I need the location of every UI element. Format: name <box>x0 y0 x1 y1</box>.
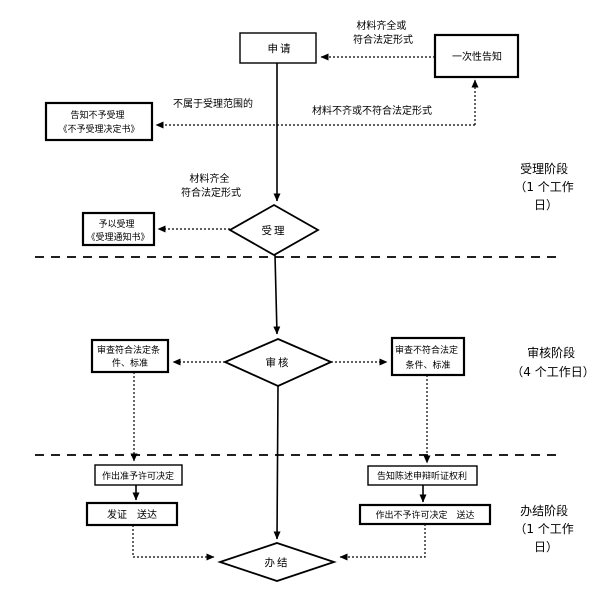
stage-labels: 受理阶段 （1 个工作 日） 审核阶段 （4 个工作日） 办结阶段 （1 个工作… <box>511 161 594 554</box>
finish-diamond <box>217 542 337 582</box>
review-fail-label: 审查不符合法定 条件、标准 <box>395 344 461 371</box>
label-incomplete: 材料不齐或不符合法定形式 <box>312 104 432 117</box>
node-apply: 申请 <box>239 32 317 64</box>
node-one-time-notice: 一次性告知 <box>433 33 520 79</box>
review-fail-box <box>390 336 466 377</box>
node-deny-decision: 作出不予许可决定 送达 <box>358 503 492 526</box>
node-finish: 办结 <box>217 542 337 582</box>
deny-decision-box <box>358 503 492 526</box>
review-pass-box <box>90 338 170 374</box>
one-time-notice-box <box>433 33 520 79</box>
edge-review-to-finish <box>273 385 281 540</box>
node-review-check: 审核 <box>222 338 334 387</box>
issue-deliver-label: 发证 送达 <box>107 508 157 521</box>
accept-check-diamond <box>228 203 320 257</box>
accept-notice-label: 予以受理 《受理通知书》 <box>86 218 149 243</box>
grant-decision-label: 作出准予许可决定 <box>102 470 174 482</box>
edge-labels: 材料齐全或 符合法定形式 不属于受理范围的 材料不齐或不符合法定形式 材料齐全 … <box>173 19 432 199</box>
hearing-rights-box <box>367 465 478 486</box>
one-time-notice-label: 一次性告知 <box>452 50 502 63</box>
node-accept-notice: 予以受理 《受理通知书》 <box>81 211 156 247</box>
apply-box <box>239 32 317 64</box>
label-not-in-scope: 不属于受理范围的 <box>173 97 253 110</box>
dotted-edges <box>130 53 479 561</box>
edge-deny-to-finish <box>339 524 426 561</box>
reject-notice-box <box>44 101 154 142</box>
apply-label: 申请 <box>268 42 293 55</box>
deny-decision-label: 作出不予许可决定 送达 <box>375 509 474 521</box>
edge-issue-to-finish <box>132 525 215 561</box>
review-pass-label: 审查符合法定条 件、标准 <box>97 344 163 369</box>
stage-separators <box>35 256 558 456</box>
node-hearing-rights: 告知陈述申辩听证权利 <box>367 465 478 486</box>
stage-finish-label: 办结阶段 （1 个工作 日） <box>514 503 577 554</box>
issue-deliver-box <box>85 501 179 527</box>
accept-notice-box <box>81 211 156 247</box>
node-accept-check: 受理 <box>228 203 320 257</box>
review-check-label: 审核 <box>266 356 291 369</box>
edge-accept-to-review <box>273 254 281 335</box>
hearing-rights-label: 告知陈述申辩听证权利 <box>377 470 467 482</box>
stage-review-label: 审核阶段 （4 个工作日） <box>511 345 594 379</box>
label-complete: 材料齐全 符合法定形式 <box>181 172 241 199</box>
finish-label: 办结 <box>265 556 290 569</box>
grant-decision-box <box>94 464 183 486</box>
node-review-fail: 审查不符合法定 条件、标准 <box>390 336 466 377</box>
node-grant-decision: 作出准予许可决定 <box>94 464 183 486</box>
reject-notice-label: 告知不予受理 《不予受理决定书》 <box>58 109 139 135</box>
stage-accept-label: 受理阶段 （1 个工作 日） <box>514 161 577 212</box>
node-reject-notice: 告知不予受理 《不予受理决定书》 <box>44 101 154 142</box>
accept-check-label: 受理 <box>262 225 287 237</box>
review-check-diamond <box>222 338 334 387</box>
solid-edges <box>132 63 427 540</box>
node-issue-deliver: 发证 送达 <box>85 501 179 527</box>
label-return-complete: 材料齐全或 符合法定形式 <box>353 19 413 46</box>
node-review-pass: 审查符合法定条 件、标准 <box>90 338 170 374</box>
